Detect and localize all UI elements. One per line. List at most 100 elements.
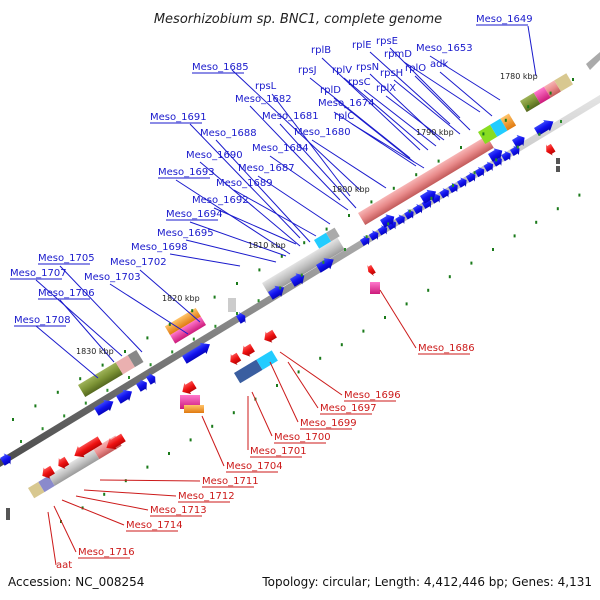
gene-label[interactable]: Meso_1681 <box>262 111 319 122</box>
gene-label[interactable]: Meso_1692 <box>192 195 249 206</box>
gene-blocks <box>27 73 573 499</box>
gene-label[interactable]: Meso_1687 <box>238 163 295 174</box>
tick-mark <box>556 207 559 211</box>
forward-gene-arrow-shape <box>404 209 414 220</box>
forward-gene-arrow-shape <box>483 161 494 172</box>
gene-label[interactable]: rplC <box>334 111 354 122</box>
forward-gene-arrow-shape <box>94 400 114 416</box>
gene-label[interactable]: Meso_1693 <box>158 167 215 178</box>
gene-label[interactable]: Meso_1653 <box>416 43 473 54</box>
gene-label[interactable]: rpsJ <box>298 65 317 76</box>
gene-label[interactable]: rpmD <box>384 49 412 60</box>
forward-gene-arrow-shape <box>534 120 554 136</box>
forward-gene-arrow <box>430 193 441 204</box>
gene-label[interactable]: Meso_1702 <box>110 257 167 268</box>
gene-label[interactable]: rplX <box>376 83 396 94</box>
gene-label[interactable]: rplV <box>332 65 352 76</box>
reverse-gene-arrow <box>264 329 277 343</box>
reverse-gene-arrow-shape <box>264 329 277 343</box>
gene-label[interactable]: Meso_1694 <box>166 209 223 220</box>
gene-label[interactable]: Meso_1699 <box>300 418 357 429</box>
tick-mark <box>189 438 192 442</box>
forward-gene-arrow <box>380 214 395 228</box>
gene-box-tan <box>554 73 573 92</box>
gene-box-cyan-3 <box>256 350 278 370</box>
gene-label[interactable]: Meso_1698 <box>131 242 188 253</box>
tick-mark <box>427 288 430 292</box>
gene-label[interactable]: rplO <box>405 63 426 74</box>
gene-label[interactable]: rpsN <box>356 62 379 73</box>
gene-label[interactable]: Meso_1689 <box>216 178 273 189</box>
gene-label[interactable]: Meso_1685 <box>192 62 249 73</box>
reverse-gene-arrow-shape <box>367 264 376 276</box>
leader-line <box>189 123 301 239</box>
gene-label[interactable]: Meso_1691 <box>150 112 207 123</box>
kbp-label: 1810 kbp <box>248 241 286 250</box>
forward-gene-arrow-shape <box>474 166 485 178</box>
forward-gene-arrow <box>404 209 414 220</box>
tick-mark <box>300 273 303 277</box>
gene-label[interactable]: Meso_1712 <box>178 491 235 502</box>
mid-reverse-block <box>234 350 278 384</box>
tick-mark <box>556 158 560 164</box>
gene-label[interactable]: rpsL <box>255 81 277 92</box>
tick-mark <box>236 312 238 315</box>
gene-label[interactable]: rplE <box>352 40 372 51</box>
forward-gene-arrow <box>360 235 370 246</box>
tick-mark <box>303 241 306 245</box>
gene-label[interactable]: Meso_1716 <box>78 547 135 558</box>
gene-label[interactable]: rplD <box>320 85 341 96</box>
reverse-gene-arrow-shape <box>42 465 55 479</box>
gene-label[interactable]: aat <box>56 560 72 571</box>
gene-box-lilac <box>38 475 55 493</box>
gene-box-pink-2 <box>170 316 207 344</box>
gene-label[interactable]: Meso_1690 <box>186 150 243 161</box>
leader-line <box>279 123 357 209</box>
tick-mark <box>516 145 519 149</box>
gene-label[interactable]: Meso_1649 <box>476 14 533 25</box>
forward-gene-arrow-shape <box>430 193 441 204</box>
gene-label[interactable]: adk <box>430 59 448 70</box>
tick-mark <box>232 411 235 415</box>
forward-gene-arrow <box>290 273 305 287</box>
gene-label[interactable]: rpsE <box>376 36 398 47</box>
gene-label[interactable]: Meso_1682 <box>235 94 292 105</box>
gene-label[interactable]: Meso_1686 <box>418 343 475 354</box>
gene-box-pink-3 <box>370 282 380 294</box>
forward-gene-arrow <box>421 198 432 209</box>
leader-line <box>189 221 287 257</box>
gene-label[interactable]: Meso_1705 <box>38 253 95 264</box>
tick-mark <box>340 343 343 347</box>
gene-label[interactable]: Meso_1707 <box>10 268 67 279</box>
gene-box-grey-2 <box>326 227 340 242</box>
gene-label[interactable]: rpsH <box>380 68 403 79</box>
gene-label[interactable]: Meso_1711 <box>202 476 259 487</box>
gene-label[interactable]: Meso_1714 <box>126 520 183 531</box>
gene-label[interactable]: Meso_1708 <box>14 315 71 326</box>
gene-label[interactable]: rpsC <box>348 77 371 88</box>
gene-label[interactable]: Meso_1700 <box>274 432 331 443</box>
gene-label[interactable]: Meso_1688 <box>200 128 257 139</box>
leader-line <box>269 361 299 423</box>
gene-label[interactable]: Meso_1696 <box>344 390 401 401</box>
tick-mark <box>578 193 581 197</box>
gene-label[interactable]: Meso_1695 <box>157 228 214 239</box>
gene-label[interactable]: Meso_1697 <box>320 403 377 414</box>
gene-label[interactable]: Meso_1684 <box>252 143 309 154</box>
gene-label[interactable]: Meso_1704 <box>226 461 283 472</box>
gene-label[interactable]: Meso_1713 <box>150 505 207 516</box>
forward-gene-arrow <box>116 389 133 404</box>
gene-label[interactable]: Meso_1674 <box>318 98 375 109</box>
leader-line <box>343 77 429 151</box>
gene-label[interactable]: Meso_1701 <box>250 446 307 457</box>
reverse-gene-arrow <box>106 433 126 450</box>
tick-mark <box>370 200 373 204</box>
gene-label[interactable]: Meso_1706 <box>38 288 95 299</box>
leader-line <box>233 189 317 237</box>
tick-mark <box>192 337 195 341</box>
gene-label[interactable]: Meso_1703 <box>84 272 141 283</box>
gene-label[interactable]: Meso_1680 <box>294 127 351 138</box>
forward-gene-arrow <box>316 258 334 273</box>
tick-mark <box>276 384 278 387</box>
gene-label[interactable]: rplB <box>311 45 331 56</box>
